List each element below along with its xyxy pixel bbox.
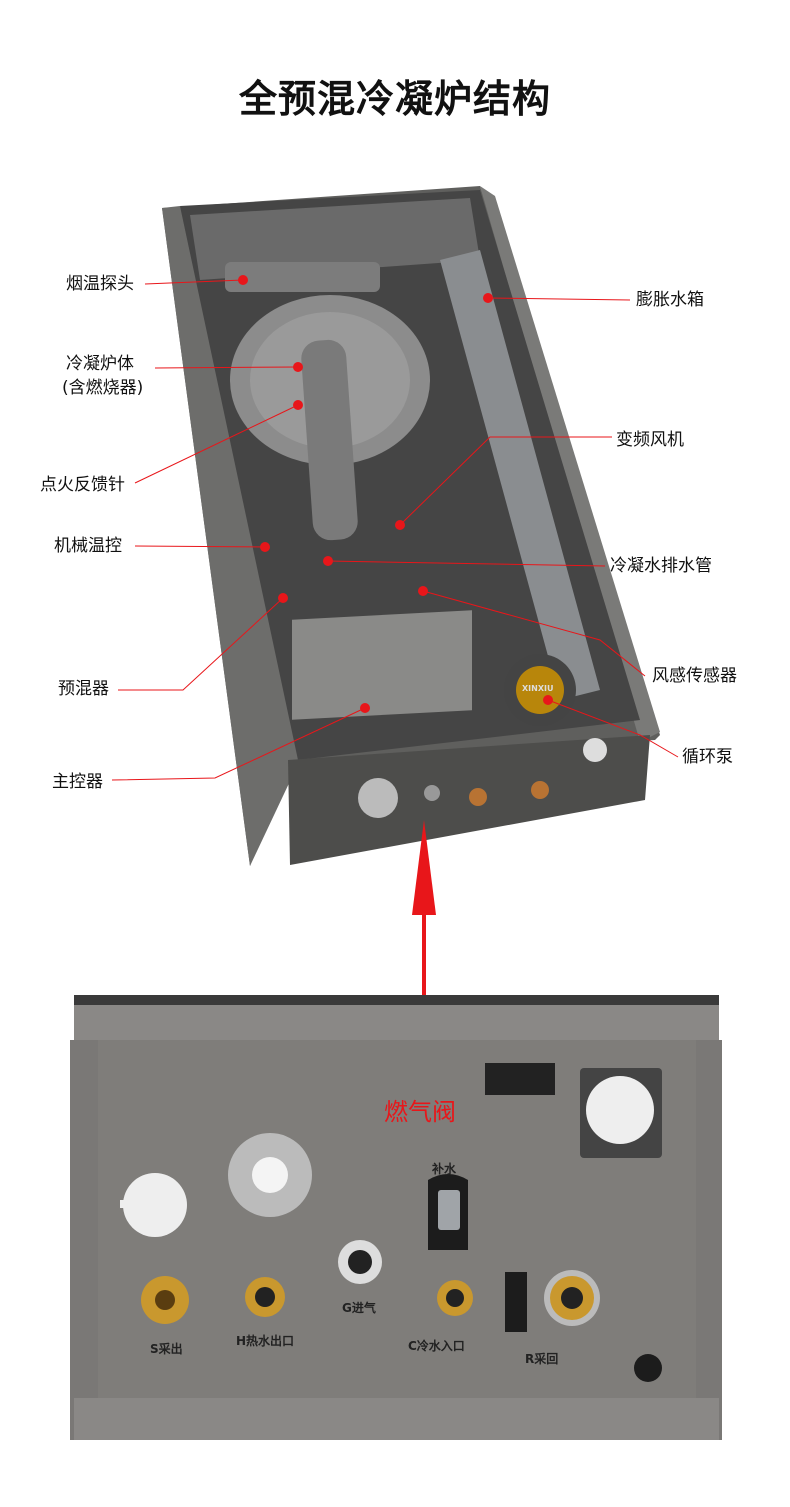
label-flue-temp-probe: 烟温探头 (66, 274, 134, 294)
line-pump (547, 699, 679, 758)
line-fan (399, 436, 612, 526)
label-controller: 主控器 (52, 772, 103, 792)
callout-lines (111, 279, 679, 781)
line-condensing-body (154, 366, 299, 369)
label-condensing-body: 冷凝炉体 (66, 354, 134, 374)
label-pump: 循环泵 (682, 747, 733, 767)
label-r: R采回 (525, 1352, 559, 1366)
line-controller (111, 707, 366, 781)
label-ignition-pin: 点火反馈针 (40, 475, 125, 495)
boiler-open-view (162, 186, 660, 866)
label-condensing-body-sub: (含燃烧器) (62, 378, 144, 398)
pump-brand: XINXIU (522, 684, 554, 693)
line-expansion-tank (487, 297, 631, 301)
page-title: 全预混冷凝炉结构 (238, 77, 551, 121)
label-premixer: 预混器 (58, 679, 109, 699)
line-premixer (118, 597, 284, 691)
label-thermostat: 机械温控 (54, 536, 122, 556)
line-ignition-pin (134, 404, 299, 484)
label-fan: 变频风机 (616, 430, 684, 450)
line-air-sensor (422, 590, 646, 677)
label-s: S采出 (150, 1342, 183, 1356)
line-thermostat (134, 545, 266, 548)
label-h: H热水出口 (236, 1334, 295, 1348)
label-g: G进气 (342, 1301, 376, 1315)
line-condensate (327, 560, 606, 567)
label-makeup: 补水 (432, 1162, 457, 1176)
line-flue-temp-probe (144, 279, 244, 285)
gas-valve-label: 燃气阀 (384, 1098, 456, 1126)
label-expansion-tank: 膨胀水箱 (636, 290, 704, 310)
label-c: C冷水入口 (408, 1339, 465, 1353)
bottom-panel-view (70, 995, 722, 1440)
label-condensate: 冷凝水排水管 (610, 556, 712, 576)
callout-dots (238, 275, 553, 713)
label-air-sensor: 风感传感器 (652, 666, 737, 686)
